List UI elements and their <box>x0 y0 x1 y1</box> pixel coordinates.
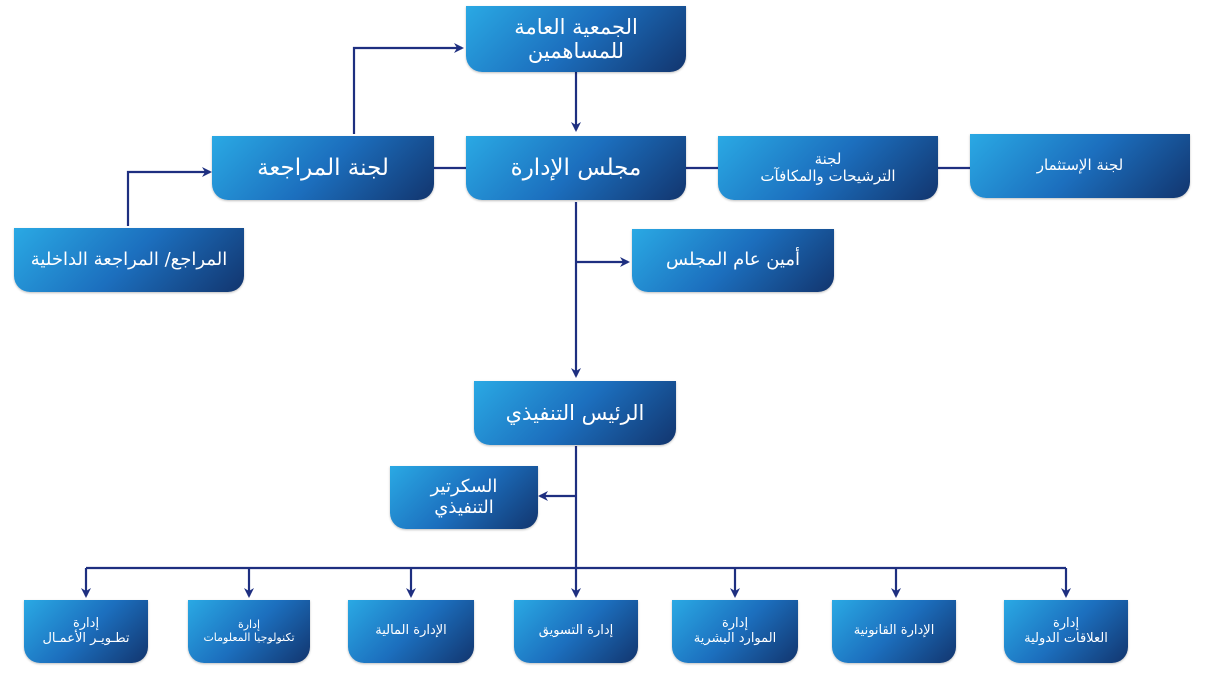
general-assembly-line1: الجمعية العامة <box>514 14 638 39</box>
wire-internal-audit <box>126 167 212 226</box>
dept-intl-box: إدارة العلاقات الدولية <box>1004 600 1128 663</box>
dept-legal-box: الإدارة القانونية <box>832 600 956 663</box>
exec-secretary-line1: السكرتير <box>430 475 498 497</box>
internal-audit-box: المراجع/ المراجعة الداخلية <box>14 228 244 292</box>
ceo-box: الرئيس التنفيذي <box>474 381 676 445</box>
ceo-label: الرئيس التنفيذي <box>505 400 645 425</box>
nominations-line2: الترشيحات والمكافآت <box>760 167 896 185</box>
board-label: مجلس الإدارة <box>510 154 642 181</box>
board-secretary-box: أمين عام المجلس <box>632 229 834 292</box>
dept-hr-box: إدارة الموارد البشرية <box>672 600 798 663</box>
dept-finance-label: الإدارة المالية <box>375 623 447 639</box>
general-assembly-box: الجمعية العامة للمساهمين <box>466 6 686 72</box>
dept-it-box: إدارة تكنولوجيا المعلومات <box>188 600 310 663</box>
dept-hr-line2: الموارد البشرية <box>693 630 777 646</box>
exec-secretary-box: السكرتير التنفيذي <box>390 466 538 529</box>
dept-marketing-label: إدارة التسويق <box>538 623 614 639</box>
investment-committee-box: لجنة الإستثمار <box>970 134 1190 198</box>
dept-bizdev-line2: تطـويـر الأعمـال <box>42 630 130 646</box>
exec-secretary-line2: التنفيذي <box>434 496 494 518</box>
dept-bizdev-line1: إدارة <box>72 615 100 631</box>
nominations-line1: لجنة <box>814 149 842 168</box>
internal-audit-label: المراجع/ المراجعة الداخلية <box>30 248 228 270</box>
dept-intl-line1: إدارة <box>1052 615 1080 631</box>
dept-intl-line2: العلاقات الدولية <box>1024 630 1108 646</box>
board-box: مجلس الإدارة <box>466 136 686 200</box>
general-assembly-line2: للمساهمين <box>527 39 625 63</box>
audit-committee-box: لجنة المراجعة <box>212 136 434 200</box>
dept-legal-label: الإدارة القانونية <box>853 623 935 639</box>
board-secretary-label: أمين عام المجلس <box>666 249 801 271</box>
dept-hr-line1: إدارة <box>721 615 749 631</box>
dept-it-line2: تكنولوجيا المعلومات <box>203 630 295 644</box>
nominations-committee-box: لجنة الترشيحات والمكافآت <box>718 136 938 200</box>
audit-committee-label: لجنة المراجعة <box>257 154 389 181</box>
dept-finance-box: الإدارة المالية <box>348 600 474 663</box>
wire-audit-assembly <box>352 43 464 134</box>
investment-committee-label: لجنة الإستثمار <box>1036 156 1124 175</box>
dept-bizdev-box: إدارة تطـويـر الأعمـال <box>24 600 148 663</box>
dept-marketing-box: إدارة التسويق <box>514 600 638 663</box>
dept-it-line1: إدارة <box>237 617 261 631</box>
